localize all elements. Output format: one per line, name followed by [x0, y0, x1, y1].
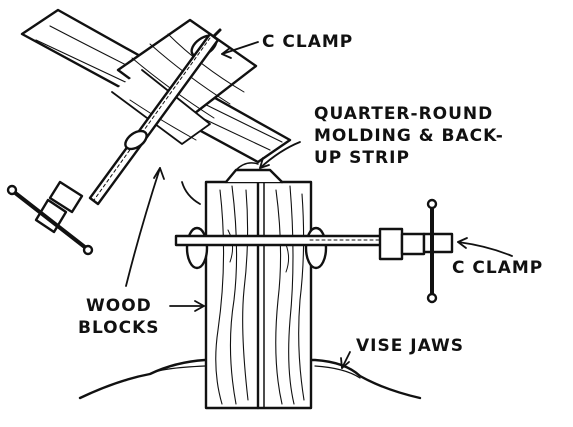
upper-workpiece — [20, 8, 292, 164]
leader-c-clamp-top — [221, 41, 259, 55]
label-molding-line1: QUARTER-ROUND — [314, 104, 494, 124]
label-wood-blocks-line2: BLOCKS — [78, 318, 160, 338]
label-c-clamp-top: C CLAMP — [262, 32, 354, 52]
leader-wood-block-upper — [125, 167, 161, 287]
label-molding-line2: MOLDING & BACK- — [314, 126, 504, 146]
molding-strip — [224, 162, 284, 184]
lower-workpiece — [204, 180, 313, 410]
leader-lines — [125, 41, 513, 369]
leader-c-clamp-right — [457, 241, 513, 257]
leader-molding — [259, 141, 301, 169]
label-wood-blocks-line1: WOOD — [86, 296, 152, 316]
label-c-clamp-right: C CLAMP — [452, 258, 544, 278]
c-clamp-right — [174, 198, 454, 304]
label-vise-jaws: VISE JAWS — [356, 336, 464, 356]
label-molding-line3: UP STRIP — [314, 148, 410, 168]
leader-wood-block-curve — [181, 181, 201, 205]
c-clamp-top — [6, 28, 222, 256]
